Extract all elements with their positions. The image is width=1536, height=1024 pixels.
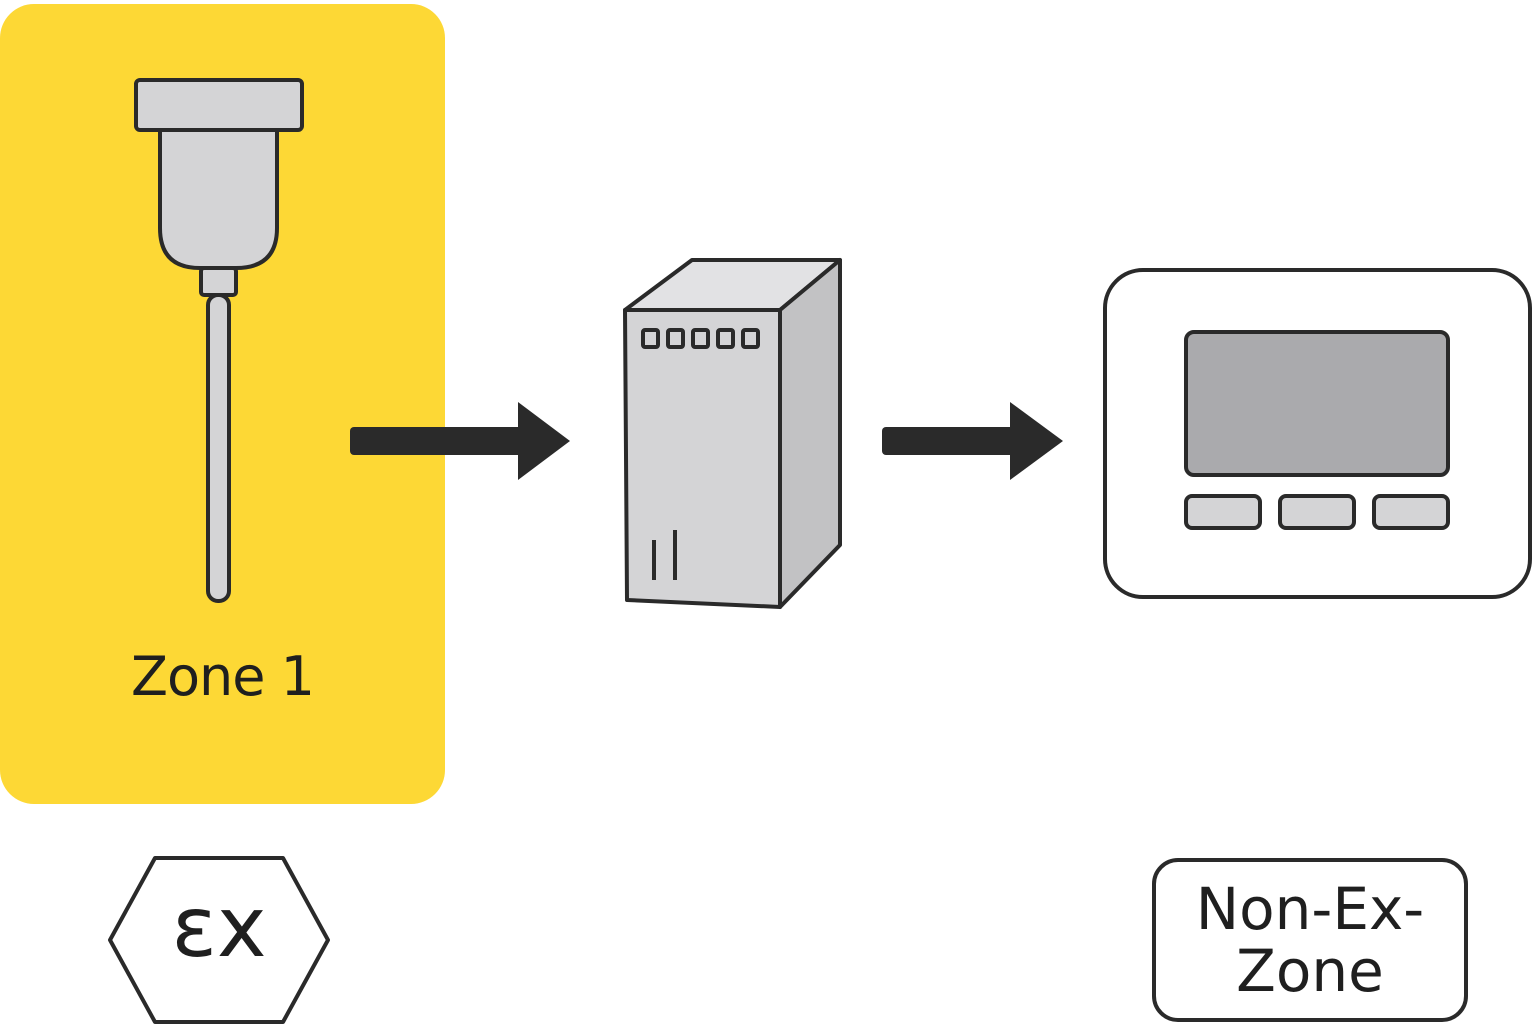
zone-label: Zone 1 [131,645,315,708]
non-ex-zone-line-2: Zone [1236,937,1384,1005]
ex-symbol-text: εx [171,878,267,976]
sensor-probe-icon [134,78,304,603]
display-unit-icon [1103,268,1532,599]
barrier-module-icon [623,258,842,609]
non-ex-zone-box: Non-Ex- Zone [1152,858,1468,1022]
signal-arrow-1 [350,402,570,480]
non-ex-zone-line-1: Non-Ex- [1195,875,1425,943]
signal-arrow-2 [882,402,1063,480]
ex-hexagon-icon [108,856,330,1024]
